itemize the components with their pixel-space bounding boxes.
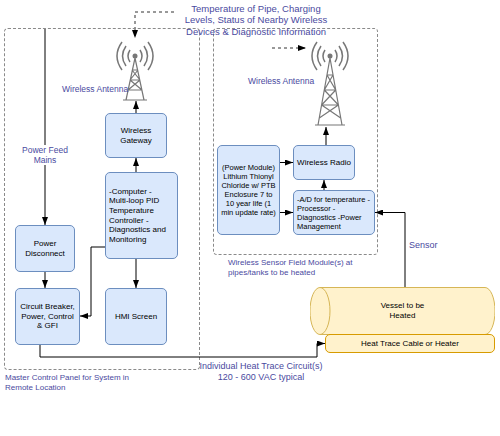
- wireless-link: [272, 48, 306, 49]
- group-heading: Wireless Sensor Field Module(s) at pipes…: [228, 258, 378, 277]
- connector-arrow: [375, 213, 405, 288]
- node-text: (Power Module) Lithium Thionyl Chloride …: [220, 163, 277, 217]
- antenna-tip: [133, 54, 138, 59]
- annotation-label: Power Feed Mains: [22, 145, 68, 165]
- process-box: HMI Screen: [105, 288, 167, 345]
- process-box: (Power Module) Lithium Thionyl Chloride …: [217, 145, 280, 235]
- antenna-feed-wire: [326, 127, 327, 145]
- node-text: -A/D for temperature -Processor -Diagnos…: [297, 195, 372, 231]
- connector-arrow: [280, 162, 293, 163]
- process-box: Wireless Radio: [293, 145, 355, 180]
- connector-arrow: [324, 180, 325, 190]
- process-box: Power Disconnect: [15, 225, 75, 272]
- antenna-mast: [315, 58, 345, 125]
- process-box: Circuit Breaker, Power, Control & GFI: [15, 288, 80, 345]
- radio-waves: [117, 42, 153, 70]
- antenna-symbol: [312, 42, 348, 125]
- vessel-end: [320, 288, 330, 335]
- annotation-label: Temperature of Pipe, Charging Levels, St…: [176, 3, 336, 37]
- process-box: -Computer -Multi-loop PID Temperature Co…: [105, 172, 178, 259]
- connector-arrow: [80, 247, 105, 316]
- connector-arrow: [40, 344, 325, 358]
- annotation-label: Wireless Antenna: [248, 76, 314, 86]
- connector-arrow: [45, 272, 46, 288]
- node-text: Heat Trace Cable or Heater: [361, 339, 459, 349]
- process-box: Wireless Gateway: [105, 113, 167, 158]
- node-text: Circuit Breaker, Power, Control & GFI: [18, 302, 77, 331]
- group-frame: Master Control Panel for System in Remot…: [4, 28, 200, 370]
- node-text: Power Disconnect: [18, 239, 72, 258]
- vessel-shape: Vessel to be Heated: [310, 287, 495, 335]
- edge-label: Sensor: [409, 240, 438, 251]
- antenna-feed-wire: [136, 101, 137, 113]
- power-feed-wire: [45, 29, 46, 225]
- wireless-link: [135, 12, 174, 38]
- process-box: -A/D for temperature -Processor -Diagnos…: [293, 190, 375, 235]
- edge-label: Individual Heat Trace Circuit(s) 120 - 6…: [195, 361, 327, 383]
- antenna-tip: [328, 54, 333, 59]
- node-text: -Computer -Multi-loop PID Temperature Co…: [109, 187, 167, 245]
- group-frame: Wireless Sensor Field Module(s) at pipes…: [213, 28, 378, 255]
- node-text: Wireless Gateway: [108, 126, 164, 145]
- radio-waves: [312, 42, 348, 70]
- annotation-label: Wireless Antenna: [62, 84, 128, 94]
- connector-arrow: [136, 259, 137, 288]
- connector-arrow: [280, 212, 293, 213]
- node-text: Wireless Radio: [297, 158, 351, 168]
- group-heading: Master Control Panel for System in Remot…: [5, 373, 150, 392]
- node-text: HMI Screen: [115, 312, 157, 322]
- connector-arrow: [136, 158, 137, 172]
- vessel-body: [310, 288, 495, 335]
- node-text: Vessel to be Heated: [373, 301, 433, 320]
- process-box: Heat Trace Cable or Heater: [325, 334, 495, 353]
